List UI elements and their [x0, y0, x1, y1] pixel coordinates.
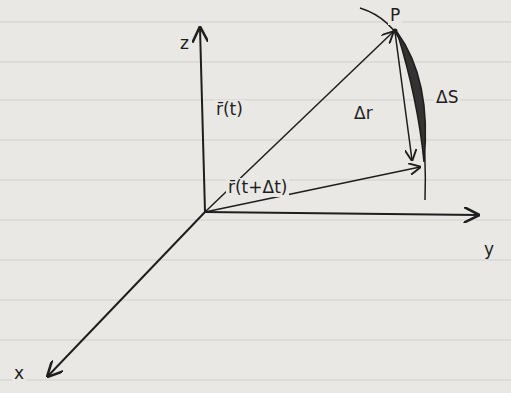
vectors	[205, 32, 420, 212]
axes	[48, 28, 478, 376]
axis-label: z	[178, 34, 191, 53]
axis-label: x	[12, 364, 26, 383]
axis-label: y	[482, 240, 496, 259]
notebook-lines	[0, 22, 511, 380]
arc-segment	[397, 32, 425, 162]
axis-label: P	[388, 6, 402, 25]
axis-label: ΔS	[434, 88, 460, 107]
axis-label: r̄(t)	[214, 100, 245, 119]
point-p	[393, 29, 398, 34]
axis-label: Δr	[352, 104, 375, 123]
axis-label: r̄(t+Δt)	[226, 178, 289, 197]
